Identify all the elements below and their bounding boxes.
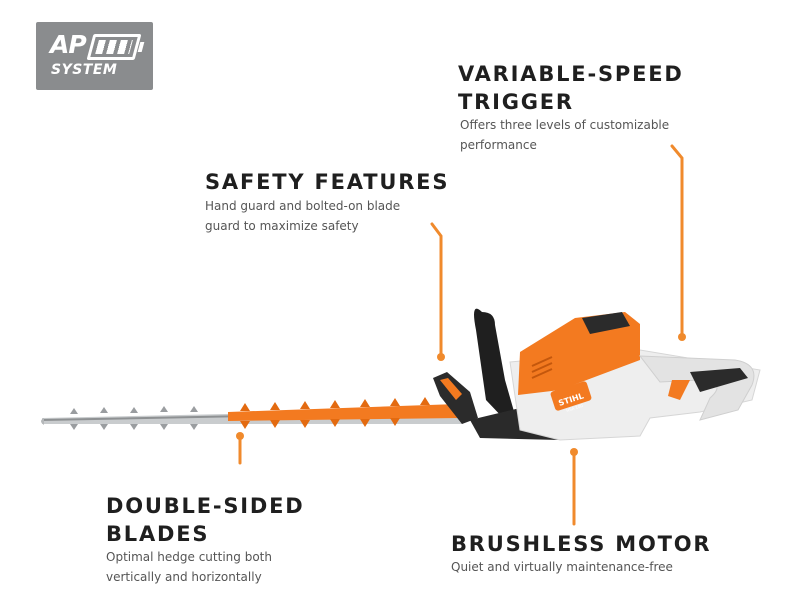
- callout-dot-safety: [437, 353, 445, 361]
- callout-line-safety: [430, 222, 443, 359]
- callout-dot-variable-speed: [678, 333, 686, 341]
- front-handle: [474, 308, 515, 420]
- brushless-motor-desc: Quiet and virtually maintenance-free: [451, 560, 673, 574]
- double-sided-title-line1: DOUBLE-SIDED: [106, 494, 305, 518]
- model-text: HSA 100: [566, 403, 584, 413]
- brushless-motor-title: BRUSHLESS MOTOR: [451, 532, 712, 556]
- double-sided-desc: Optimal hedge cutting both vertically an…: [106, 547, 306, 587]
- blade-bar: [41, 397, 462, 430]
- battery-cover: [518, 312, 640, 395]
- hand-guard: [433, 372, 478, 424]
- trigger: [668, 380, 690, 400]
- variable-speed-desc: Offers three levels of customizable perf…: [460, 115, 690, 155]
- double-sided-desc-line2: vertically and horizontally: [106, 570, 262, 584]
- callout-dot-brushless: [570, 448, 578, 456]
- double-sided-title-line2: BLADES: [106, 522, 210, 546]
- variable-speed-desc-line1: Offers three levels of customizable: [460, 118, 670, 132]
- double-sided-desc-line1: Optimal hedge cutting both: [106, 550, 272, 564]
- variable-speed-title-line1: VARIABLE-SPEED: [458, 62, 684, 86]
- badge-logo-text: AP: [50, 30, 87, 59]
- safety-features-desc: Hand guard and bolted-on blade guard to …: [205, 196, 420, 236]
- callout-line-variable-speed: [670, 144, 684, 339]
- double-sided-title: DOUBLE-SIDED BLADES: [106, 492, 326, 548]
- badge-system-text: SYSTEM: [51, 62, 118, 78]
- safety-features-title: SAFETY FEATURES: [205, 170, 450, 194]
- variable-speed-title-line2: TRIGGER: [458, 90, 574, 114]
- brand-badge: [550, 381, 592, 411]
- callout-lines: [236, 144, 686, 526]
- ap-system-badge: AP SYSTEM: [36, 22, 153, 90]
- callout-dot-double-sided: [236, 432, 244, 440]
- variable-speed-title: VARIABLE-SPEED TRIGGER: [458, 60, 698, 116]
- safety-desc-line2: guard to maximize safety: [205, 219, 359, 233]
- safety-desc-line1: Hand guard and bolted-on blade: [205, 199, 401, 213]
- variable-speed-desc-line2: performance: [460, 138, 537, 152]
